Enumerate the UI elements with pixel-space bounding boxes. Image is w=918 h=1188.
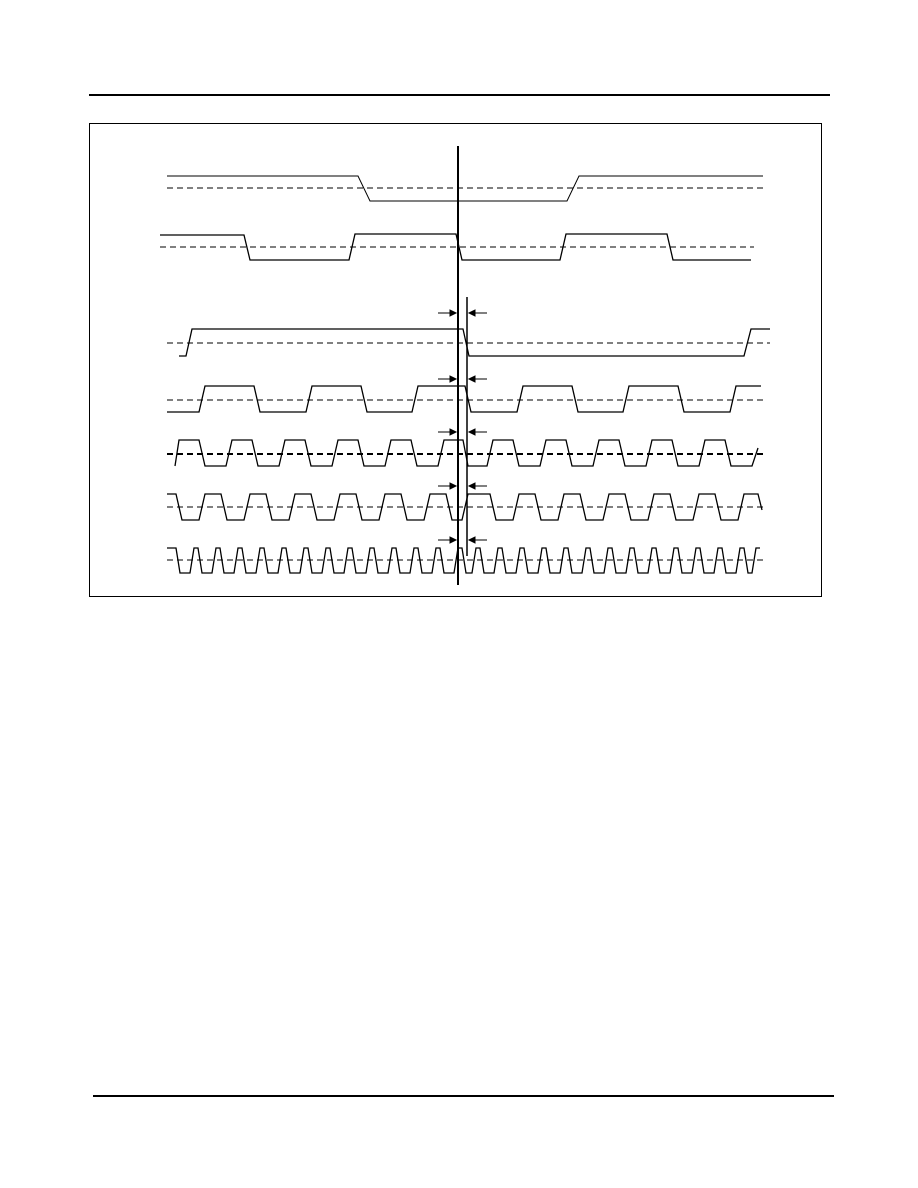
signal-waveform-6 [167, 493, 763, 521]
header-rule [89, 94, 830, 96]
arrow-right-icon [438, 375, 458, 383]
arrow-right-icon [438, 536, 458, 544]
arrow-right-icon [438, 428, 458, 436]
arrow-left-icon [467, 482, 487, 490]
signal-waveform-3 [167, 328, 770, 357]
signal-waveform-4 [167, 385, 763, 413]
arrow-right-icon [438, 309, 458, 317]
signal-waveform-7 [167, 547, 763, 574]
arrow-left-icon [467, 375, 487, 383]
arrow-right-icon [438, 482, 458, 490]
arrow-left-icon [467, 428, 487, 436]
timing-diagram-frame [89, 123, 822, 597]
delay-markers [438, 309, 487, 544]
footer-rule [93, 1095, 834, 1097]
signal-waveform-1 [167, 175, 763, 202]
arrow-left-icon [467, 536, 487, 544]
signal-waveform-5 [167, 439, 763, 467]
arrow-left-icon [467, 309, 487, 317]
